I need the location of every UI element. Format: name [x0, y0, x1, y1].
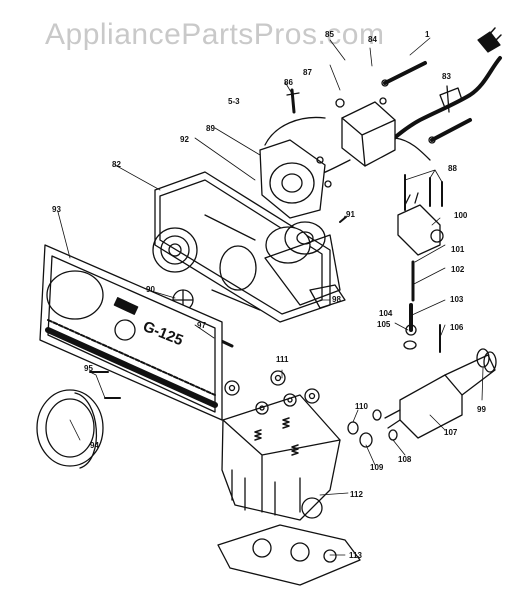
callout-103: 103: [450, 295, 464, 304]
power-cord: [378, 27, 502, 152]
callout-83: 83: [442, 72, 451, 81]
nut: [283, 393, 297, 407]
cord-clamp: [439, 85, 463, 113]
callout-98: 98: [332, 295, 341, 304]
callout-104: 104: [379, 309, 393, 318]
nut: [224, 380, 240, 396]
nut: [270, 370, 286, 386]
transformer: [307, 101, 431, 177]
nut: [304, 388, 320, 404]
callout-94: 94: [90, 441, 99, 450]
callout-97: 97: [197, 321, 206, 330]
callout-88: 88: [448, 164, 457, 173]
callout-111: 111: [276, 355, 289, 364]
callout-1: 1: [425, 30, 430, 39]
callout-85: 85: [325, 30, 334, 39]
valve-body: [221, 394, 341, 521]
callout-113: 113: [349, 551, 362, 560]
spring-pin: [405, 303, 417, 336]
nut: [255, 401, 269, 415]
washer: [379, 97, 387, 105]
o-ring: [476, 348, 490, 368]
screw: [428, 118, 472, 144]
callout-106: 106: [450, 323, 464, 332]
leader-lines: [57, 37, 484, 556]
knob: [36, 389, 104, 469]
valve-spring: [282, 417, 290, 429]
o-ring: [372, 409, 382, 421]
o-ring: [388, 429, 398, 441]
callout-91: 91: [346, 210, 355, 219]
callout-100: 100: [454, 211, 468, 220]
callout-102: 102: [451, 265, 465, 274]
callout-107: 107: [444, 428, 458, 437]
callout-105: 105: [377, 320, 391, 329]
faceplate: [39, 244, 223, 421]
cam-assembly: [264, 221, 346, 309]
valve-spring: [291, 444, 299, 456]
callout-90: 90: [146, 285, 155, 294]
callout-112: 112: [350, 490, 363, 499]
callout-82: 82: [112, 160, 121, 169]
gasket: [217, 524, 361, 586]
seal: [359, 432, 373, 448]
washer: [335, 98, 345, 108]
valve-spring: [254, 429, 262, 441]
callout-92: 92: [180, 135, 189, 144]
callout-93: 93: [52, 205, 61, 214]
callout-87: 87: [303, 68, 312, 77]
callout-95: 95: [84, 364, 93, 373]
screw: [286, 88, 300, 114]
callout-99: 99: [477, 405, 486, 414]
callout-86: 86: [284, 78, 293, 87]
timer-motor: [259, 116, 332, 219]
callout-101: 101: [451, 245, 465, 254]
watermark: AppliancePartsPros.com: [45, 18, 385, 51]
callout-109: 109: [370, 463, 384, 472]
callout-110: 110: [355, 402, 368, 411]
callout-84: 84: [368, 35, 377, 44]
nozzle-assembly: [384, 351, 497, 439]
screw: [381, 61, 427, 87]
washer: [403, 340, 417, 350]
diagram-marker: 5-3: [228, 97, 240, 106]
microswitch: [397, 192, 444, 256]
callout-89: 89: [206, 124, 215, 133]
callout-108: 108: [398, 455, 412, 464]
seal: [347, 421, 359, 435]
